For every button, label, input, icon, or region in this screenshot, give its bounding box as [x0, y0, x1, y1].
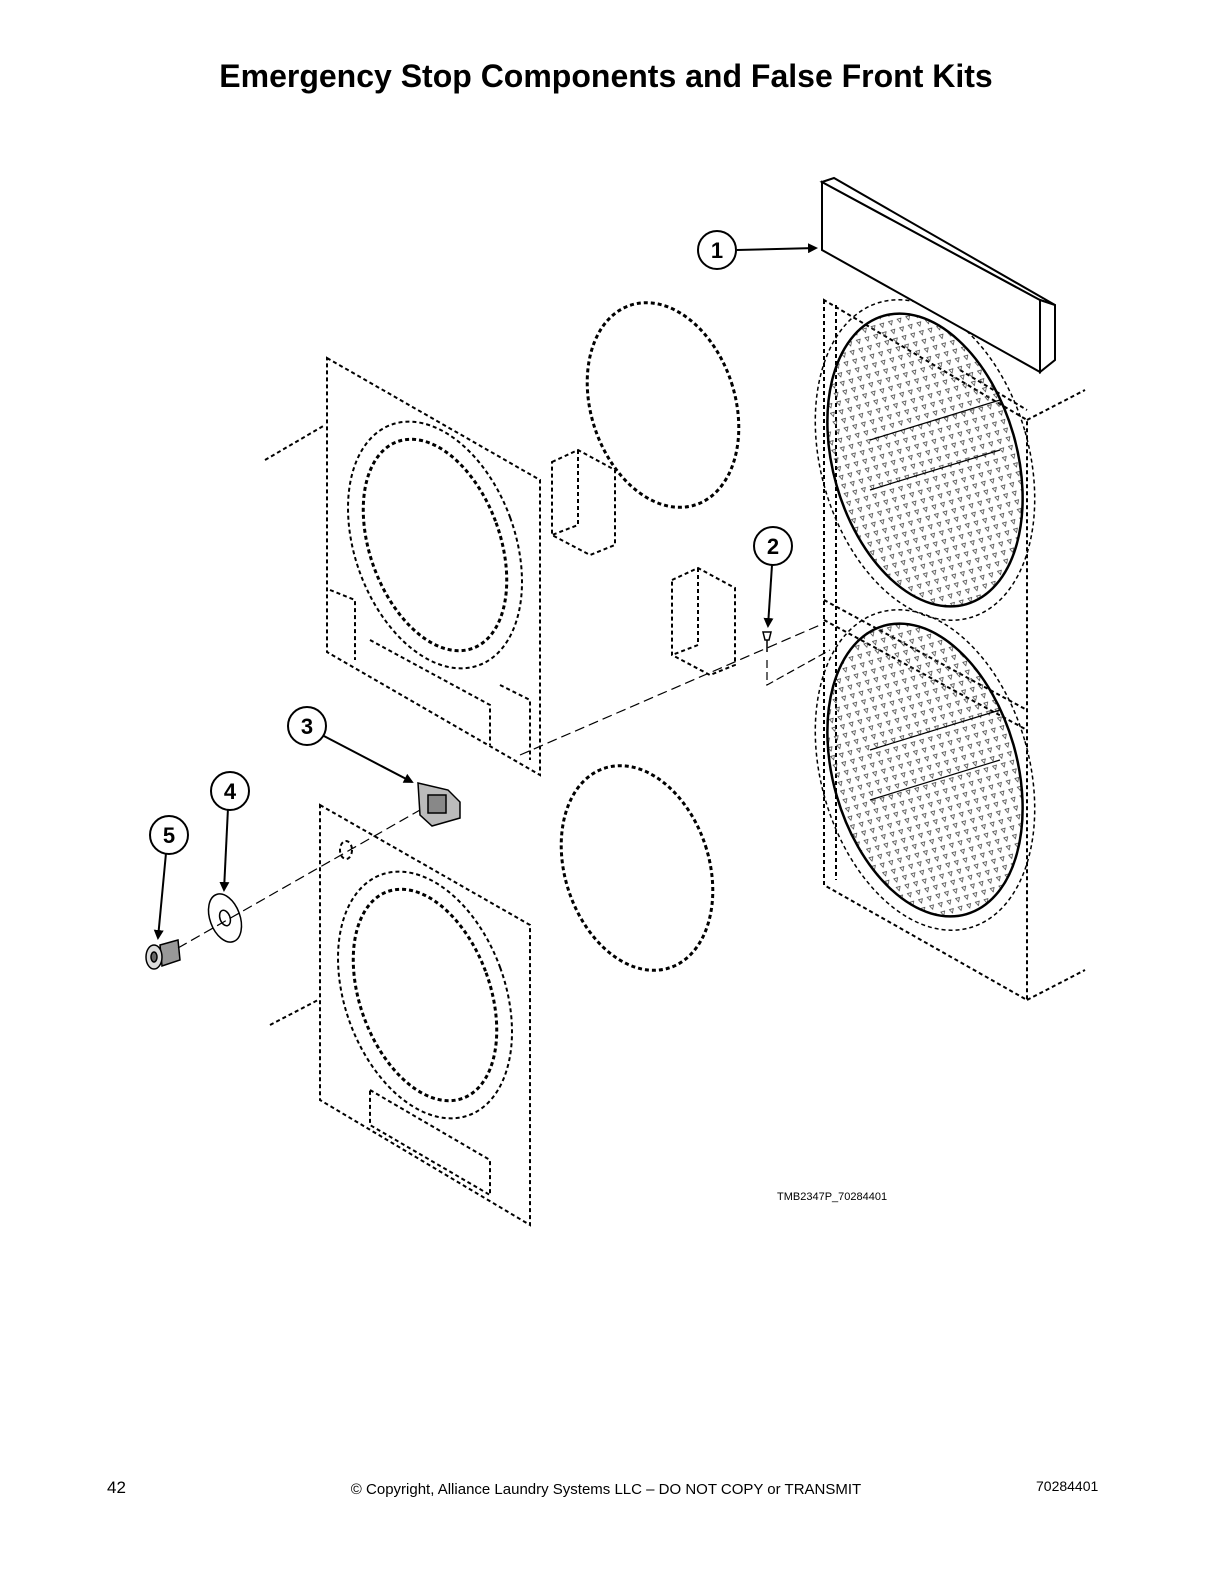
drum-upper	[814, 299, 1036, 621]
callout-leaders	[153, 243, 818, 940]
callout-2: 2	[753, 526, 793, 566]
part-2-screw	[762, 631, 772, 652]
part-4-washer	[207, 893, 243, 943]
callout-1: 1	[697, 230, 737, 270]
assembly-centerline	[519, 624, 821, 756]
bracket-lower	[671, 566, 736, 677]
callout-label-3: 3	[301, 714, 313, 739]
part-5-button	[145, 939, 181, 970]
lower-false-front	[269, 803, 531, 1227]
page-title: Emergency Stop Components and False Fron…	[219, 58, 993, 94]
copyright-notice: © Copyright, Alliance Laundry Systems LL…	[350, 1481, 862, 1498]
lower-gasket	[559, 764, 715, 972]
callout-label-4: 4	[224, 779, 237, 804]
page-number: 42	[107, 1478, 126, 1497]
callout-4: 4	[210, 771, 250, 811]
upper-gasket	[585, 301, 741, 509]
part-3-switch	[417, 782, 461, 827]
callout-label-2: 2	[767, 534, 779, 559]
drum-lower	[814, 609, 1036, 931]
part-1-top-panel	[819, 176, 1056, 375]
callout-3: 3	[287, 706, 327, 746]
button-axis	[177, 809, 421, 949]
callout-label-1: 1	[711, 238, 723, 263]
figure-code: TMB2347P_70284401	[777, 1191, 888, 1203]
callout-5: 5	[149, 815, 189, 855]
callout-label-5: 5	[163, 823, 175, 848]
document-number: 70284401	[1036, 1478, 1099, 1494]
bracket-upper	[551, 448, 616, 557]
upper-false-front	[264, 356, 541, 777]
